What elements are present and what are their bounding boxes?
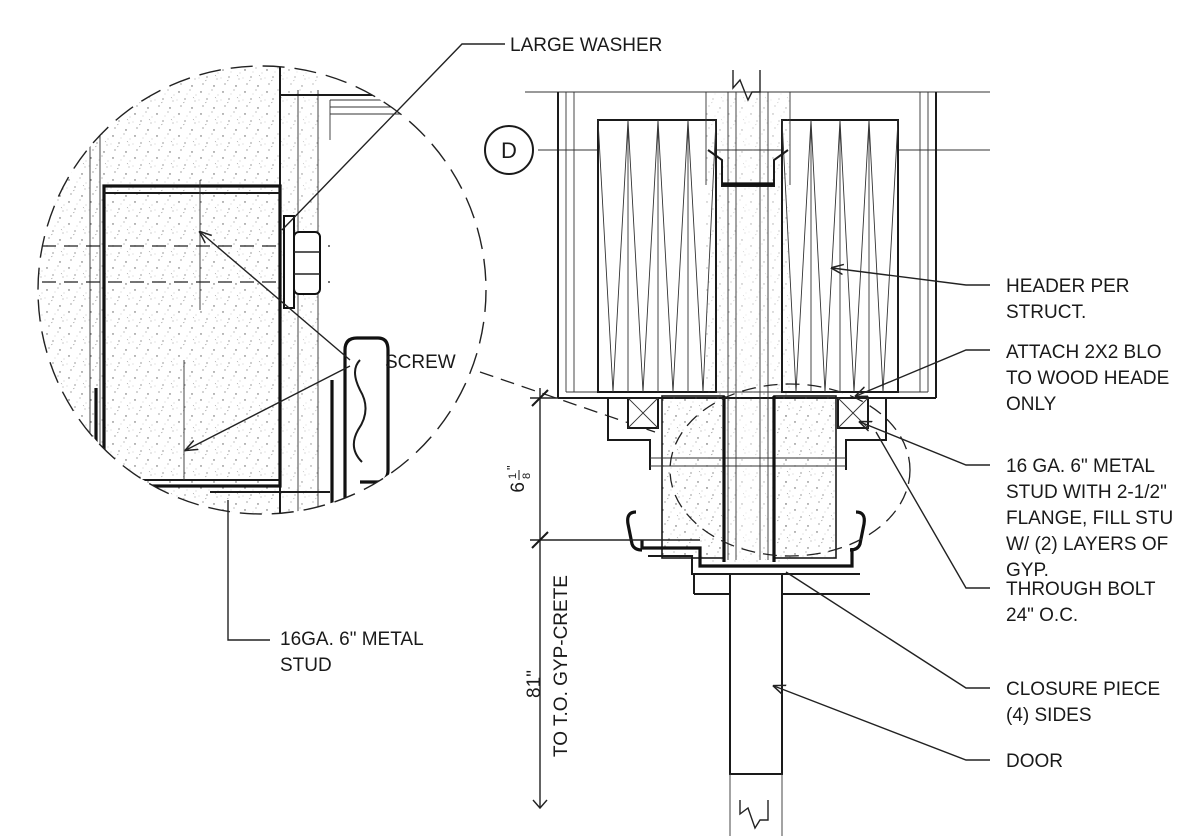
label-header-line2: STRUCT. (1006, 302, 1086, 323)
dim-bottom-value: 81" (524, 670, 545, 698)
dim-top-den: 8 (521, 473, 533, 479)
dim-top-num: 1 (507, 473, 519, 479)
label-bolt-line2: 24" O.C. (1006, 605, 1078, 626)
dim-bottom-ref: TO T.O. GYP-CRETE (551, 575, 572, 757)
label-large-washer: LARGE WASHER (510, 35, 662, 56)
label-stud16-line1: 16 GA. 6" METAL (1006, 456, 1155, 477)
right-leaders (774, 268, 990, 761)
left-leaders (186, 43, 656, 641)
label-metal-stud-line1: 16GA. 6" METAL (280, 629, 424, 650)
label-stud16-line3: FLANGE, FILL STU (1006, 508, 1173, 529)
dim-top-text: 6 1 8 " (504, 465, 533, 493)
label-closure-line2: (4) SIDES (1006, 705, 1092, 726)
label-header-line1: HEADER PER (1006, 276, 1130, 297)
detail-marker-letter: D (501, 138, 517, 163)
label-closure-line1: CLOSURE PIECE (1006, 679, 1160, 700)
enlarged-detail-circle (37, 65, 487, 515)
label-bolt-line1: THROUGH BOLT (1006, 579, 1156, 600)
label-stud16-line4: W/ (2) LAYERS OF (1006, 534, 1168, 555)
dim-top-unit: " (504, 465, 519, 470)
label-attach-line1: ATTACH 2X2 BLO (1006, 342, 1162, 363)
dim-top-whole: 6 (508, 482, 529, 493)
label-attach-line2: TO WOOD HEADE (1006, 368, 1169, 389)
label-attach-line3: ONLY (1006, 394, 1057, 415)
label-stud16-line5: GYP. (1006, 560, 1049, 581)
detail-marker-circle (484, 125, 534, 175)
label-door: DOOR (1006, 751, 1063, 772)
label-metal-stud-line2: STUD (280, 655, 332, 676)
label-screw: SCREW (385, 352, 456, 373)
door-head-section (484, 70, 990, 836)
label-stud16-line2: STUD WITH 2-1/2" (1006, 482, 1167, 503)
dimension-lines (530, 388, 700, 810)
